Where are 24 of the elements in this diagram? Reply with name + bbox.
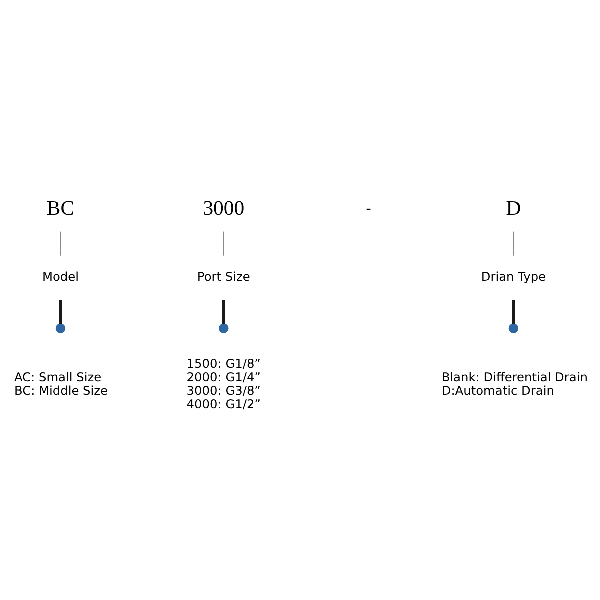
connector [222, 300, 226, 324]
node-circle [219, 323, 229, 333]
node-text: Model [42, 270, 79, 284]
label: - [366, 200, 372, 218]
node-circle [508, 323, 519, 333]
connector [512, 300, 516, 324]
connector [60, 231, 62, 256]
node-label: BC: Middle Size [14, 383, 108, 398]
node-text: Drian Type [481, 270, 546, 284]
node-label: AC: Small Size [14, 370, 102, 384]
node-text: BC [46, 197, 75, 220]
node-label: 1500: G1/8” [186, 356, 261, 371]
node-label: 2000: G1/4” [186, 370, 261, 384]
node-text: D [506, 197, 522, 220]
node-label: 4000: G1/2” [186, 396, 261, 411]
node-circle [56, 323, 66, 333]
connector [513, 231, 514, 256]
node-label: Blank: Differential Drain [442, 370, 588, 384]
connector [223, 231, 225, 256]
node-text: Port Size [197, 270, 250, 284]
node-label: 3000: G3/8” [186, 383, 261, 398]
node-text: 3000 [203, 197, 245, 220]
connector [59, 300, 62, 324]
node-label: D:Automatic Drain [442, 383, 554, 398]
